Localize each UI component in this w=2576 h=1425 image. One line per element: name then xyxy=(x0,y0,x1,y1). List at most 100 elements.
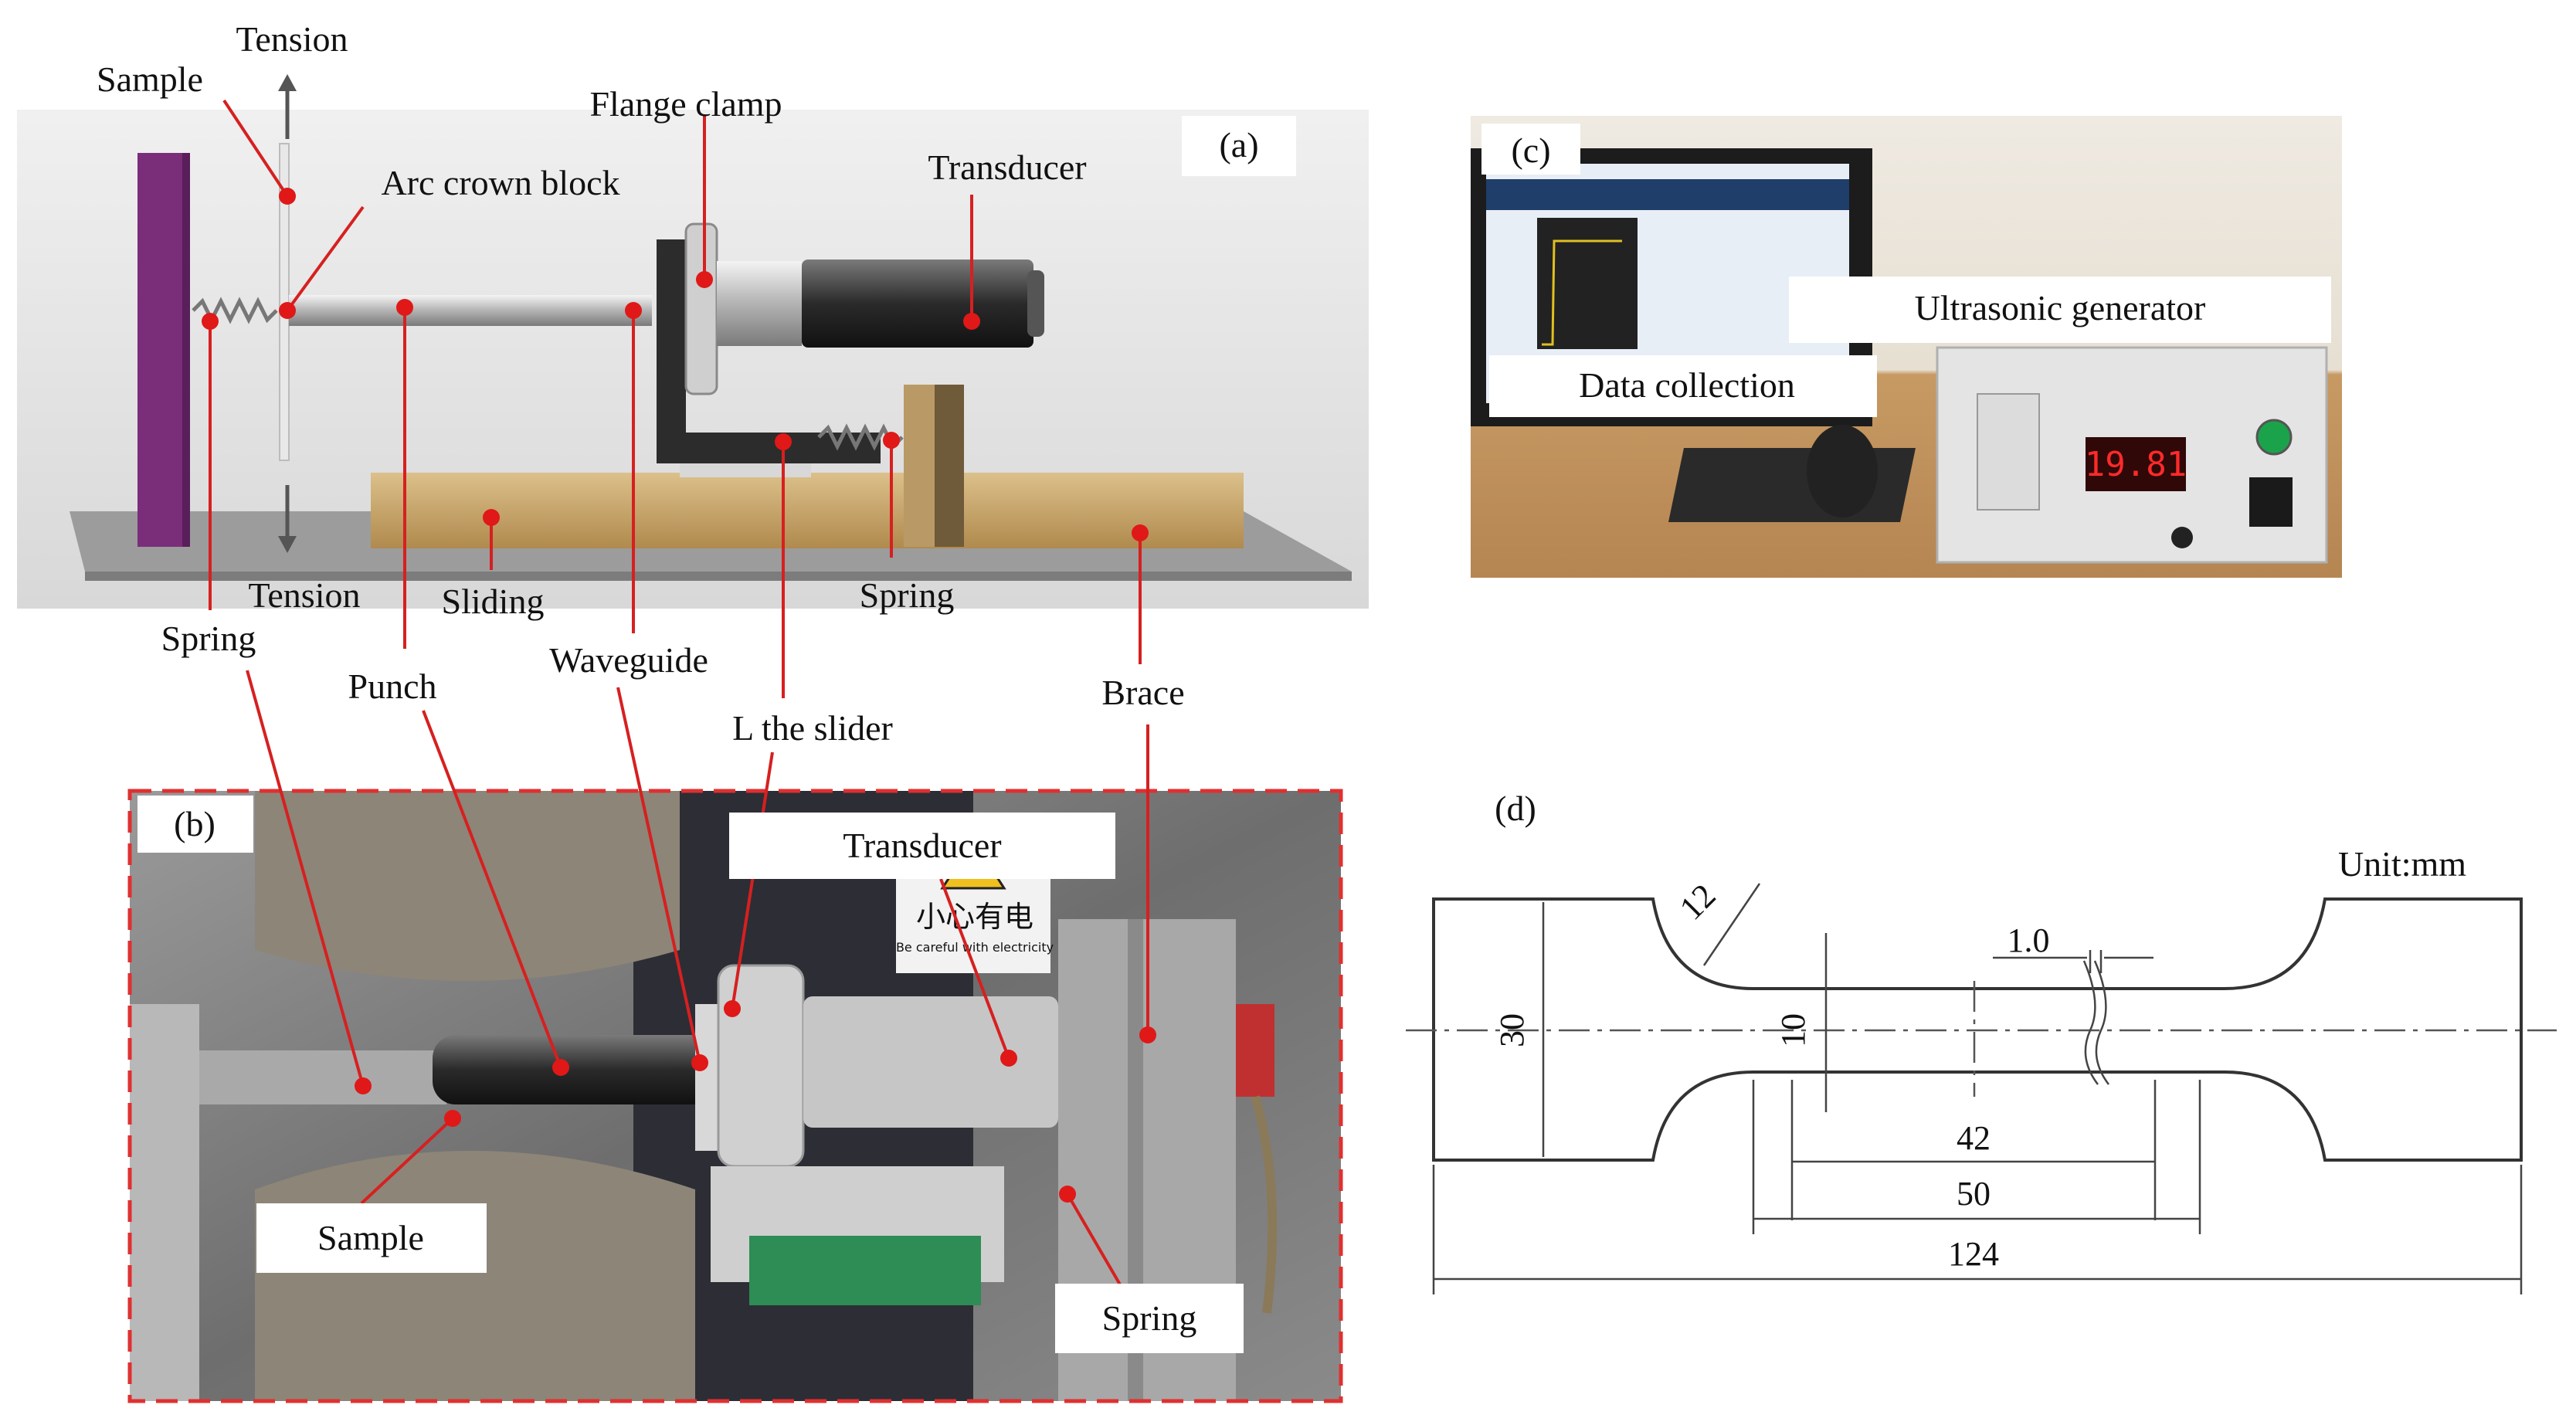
label-l-slider: L the slider xyxy=(732,708,893,748)
generator-meter xyxy=(1977,393,2040,511)
dot-l-slider-a xyxy=(775,433,792,450)
purple-plate xyxy=(137,153,182,547)
label-spring-b: Spring xyxy=(1102,1298,1197,1338)
label-punch: Punch xyxy=(348,667,437,706)
label-sample-a: Sample xyxy=(97,59,203,99)
notch-dim-label: 1.0 xyxy=(2008,921,2050,959)
linear-guide xyxy=(749,1236,981,1305)
dot-sliding xyxy=(483,509,500,526)
flange-photo xyxy=(717,964,805,1168)
label-transducer-a: Transducer xyxy=(928,148,1086,187)
transducer-cap xyxy=(1027,270,1044,337)
dot-punch-a xyxy=(396,299,413,316)
leader-lines xyxy=(202,99,1156,1291)
generator-power-light-icon xyxy=(2255,419,2293,456)
dot-spring-b xyxy=(355,1077,372,1094)
dot-punch-b xyxy=(552,1059,569,1076)
panel-d-label: (d) xyxy=(1495,789,1536,828)
dot-waveguide-b xyxy=(691,1054,708,1071)
panel-d: (d) Unit:mm 1.0 30 10 12 42 50 12 xyxy=(1406,789,2557,1294)
panel-b-dashed-frame xyxy=(127,789,1343,1403)
leader-sample-a xyxy=(222,99,289,198)
transducer-neck xyxy=(717,261,802,346)
panel-a-label: (a) xyxy=(1219,125,1258,165)
dot-sample-a xyxy=(279,188,296,205)
dim-42-label: 42 xyxy=(1957,1119,1991,1157)
dot-spring-right xyxy=(883,432,900,449)
sliding-rail xyxy=(371,473,1244,548)
leader-spring-b-right xyxy=(1066,1193,1125,1291)
generator-knob xyxy=(2171,527,2193,548)
dot-spring-a xyxy=(202,313,219,330)
dot-transducer-b xyxy=(1000,1050,1017,1067)
leader-l-slider-b xyxy=(731,752,774,1009)
leader-sample-b xyxy=(360,1117,454,1205)
tension-arrow-down-head xyxy=(278,536,297,553)
label-spring: Spring xyxy=(161,619,256,658)
upper-grip xyxy=(255,791,680,981)
punch-rod xyxy=(289,295,652,326)
mouse xyxy=(1807,425,1878,517)
base-plate-edge xyxy=(85,572,1352,581)
slider-block xyxy=(680,463,811,477)
dot-flange xyxy=(696,271,713,288)
dim-124-label: 124 xyxy=(1948,1235,1999,1273)
leader-spring-b xyxy=(246,670,365,1087)
monitor-toolbar xyxy=(1486,179,1849,210)
purple-plate-side xyxy=(182,153,190,547)
monitor-trace xyxy=(1542,239,1622,346)
label-tension-top: Tension xyxy=(236,19,348,59)
notch-curve-1 xyxy=(2082,960,2099,1085)
dot-brace-a xyxy=(1132,524,1149,541)
generator-switch xyxy=(2249,477,2293,527)
label-tension-bottom: Tension xyxy=(249,575,361,615)
l-slider-horizontal xyxy=(657,433,881,463)
lower-grip xyxy=(255,1151,695,1401)
label-waveguide: Waveguide xyxy=(549,640,708,680)
radius-leader xyxy=(1702,883,1761,966)
panel-c-label-box xyxy=(1481,124,1580,175)
warning-sub: Be careful with electricity xyxy=(896,940,1054,955)
dot-brace-b xyxy=(1139,1026,1156,1043)
panel-c: 19.81 (c) Ultrasonic generator Data coll… xyxy=(1471,116,2342,578)
l-slider-vertical xyxy=(657,239,686,463)
label-transducer-b: Transducer xyxy=(843,826,1001,865)
panel-c-label: (c) xyxy=(1511,131,1550,170)
dot-waveguide-a xyxy=(625,302,642,319)
transducer-photo xyxy=(803,996,1058,1128)
dot-transducer-a xyxy=(963,313,980,330)
panel-b-label-box xyxy=(137,796,253,853)
labels: Tension Sample Arc crown block Flange cl… xyxy=(97,19,1244,1353)
ultrasonic-generator-label: Ultrasonic generator xyxy=(1915,288,2206,327)
cable xyxy=(1251,1095,1278,1314)
data-collection-label: Data collection xyxy=(1579,365,1795,405)
notch-curve-2 xyxy=(2093,960,2109,1085)
punch-photo xyxy=(433,1035,726,1104)
generator-display xyxy=(2086,437,2186,491)
unit-label: Unit:mm xyxy=(2338,844,2466,884)
dot-spring-b-right xyxy=(1059,1186,1076,1203)
leader-punch-b xyxy=(422,710,562,1068)
flange-clamp xyxy=(684,222,718,395)
left-frame xyxy=(130,1004,199,1401)
generator-display-value: 19.81 xyxy=(2085,445,2187,484)
label-sliding: Sliding xyxy=(442,582,545,621)
spring-left xyxy=(192,297,278,324)
data-collection-label-box xyxy=(1489,355,1877,417)
dim-50-label: 50 xyxy=(1957,1175,1991,1213)
dot-arc-crown xyxy=(279,302,296,319)
dim-30-label: 30 xyxy=(1493,1013,1531,1047)
mouse-pad xyxy=(1668,448,1916,522)
warning-text: 小心有电 xyxy=(916,900,1033,934)
left-arm xyxy=(199,1050,446,1104)
dot-l-slider-b xyxy=(724,1000,741,1017)
spring-stop-block-side xyxy=(935,385,964,547)
dot-sample-b xyxy=(444,1110,461,1127)
ultrasonic-generator-label-box xyxy=(1789,277,2331,343)
radius-label: 12 xyxy=(1672,877,1723,928)
leader-waveguide-b xyxy=(616,687,701,1064)
panel-b-label: (b) xyxy=(174,804,216,843)
transducer-body xyxy=(802,260,1033,348)
